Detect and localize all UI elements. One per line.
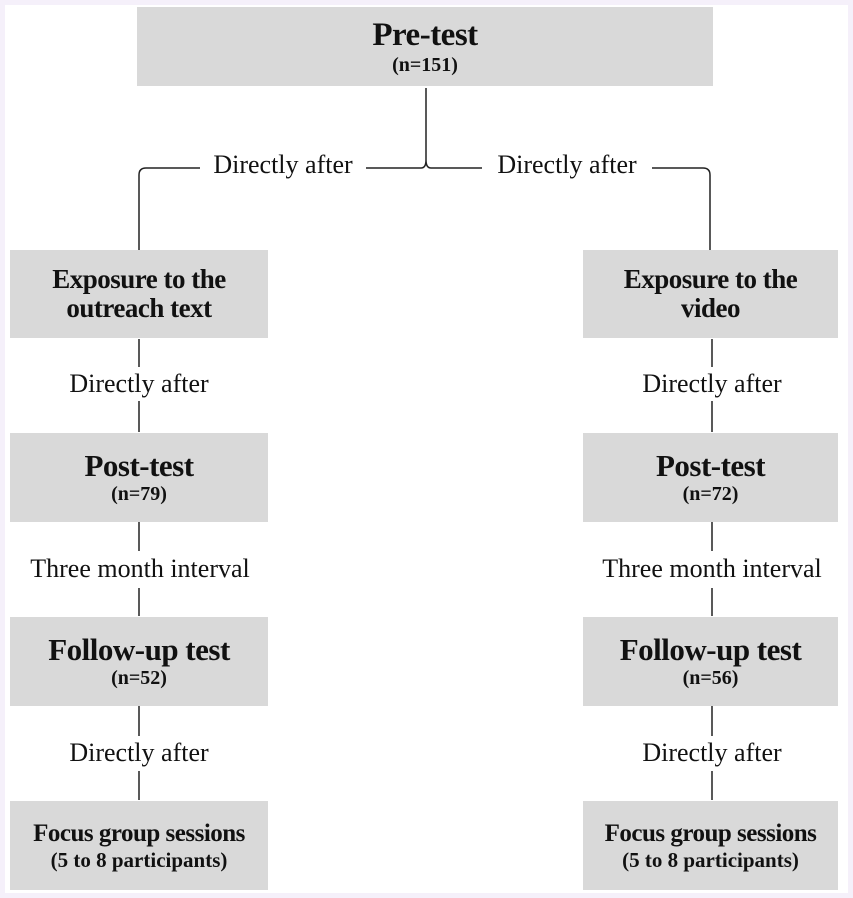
left-exposure-line1: Exposure to the <box>52 264 226 294</box>
right-edge-label-2: Three month interval <box>600 554 824 584</box>
left-posttest-title: Post-test <box>84 448 194 483</box>
left-focus-sub: (5 to 8 participants) <box>50 847 228 872</box>
left-edge-label-3: Directly after <box>67 738 211 768</box>
left-posttest-box: Post-test (n=79) <box>10 433 268 522</box>
pretest-stem-line <box>420 88 432 169</box>
right-focus-title: Focus group sessions <box>604 819 817 847</box>
left-posttest-count: (n=79) <box>111 483 167 505</box>
right-focus-sub: (5 to 8 participants) <box>622 847 799 872</box>
pretest-count: (n=151) <box>392 53 458 76</box>
left-edge-label-1: Directly after <box>67 369 211 399</box>
right-followup-count: (n=56) <box>682 667 739 689</box>
right-focus-box: Focus group sessions (5 to 8 participant… <box>583 801 838 890</box>
right-exposure-line1: Exposure to the <box>623 264 798 294</box>
edge-label-pre-right: Directly after <box>495 150 639 180</box>
edge-label-pre-left: Directly after <box>211 150 355 180</box>
left-followup-count: (n=52) <box>111 667 167 689</box>
right-followup-box: Follow-up test (n=56) <box>583 617 838 706</box>
right-branch-line <box>431 167 711 250</box>
right-posttest-title: Post-test <box>655 448 766 483</box>
left-exposure-line2: outreach text <box>66 293 212 323</box>
right-posttest-box: Post-test (n=72) <box>583 433 838 522</box>
left-focus-box: Focus group sessions (5 to 8 participant… <box>10 801 268 890</box>
left-followup-title: Follow-up test <box>48 632 230 667</box>
left-branch-line <box>138 167 421 250</box>
pretest-box: Pre-test (n=151) <box>137 7 713 86</box>
pretest-title: Pre-test <box>372 16 478 53</box>
right-edge-label-1: Directly after <box>640 369 784 399</box>
right-exposure-line2: video <box>680 293 741 323</box>
right-exposure-box: Exposure to the video <box>583 250 838 338</box>
right-posttest-count: (n=72) <box>682 483 739 505</box>
right-edge-label-3: Directly after <box>640 738 784 768</box>
left-edge-label-2: Three month interval <box>28 554 252 584</box>
left-followup-box: Follow-up test (n=52) <box>10 617 268 706</box>
right-followup-title: Follow-up test <box>619 632 802 667</box>
left-focus-title: Focus group sessions <box>33 819 245 847</box>
left-exposure-box: Exposure to the outreach text <box>10 250 268 338</box>
